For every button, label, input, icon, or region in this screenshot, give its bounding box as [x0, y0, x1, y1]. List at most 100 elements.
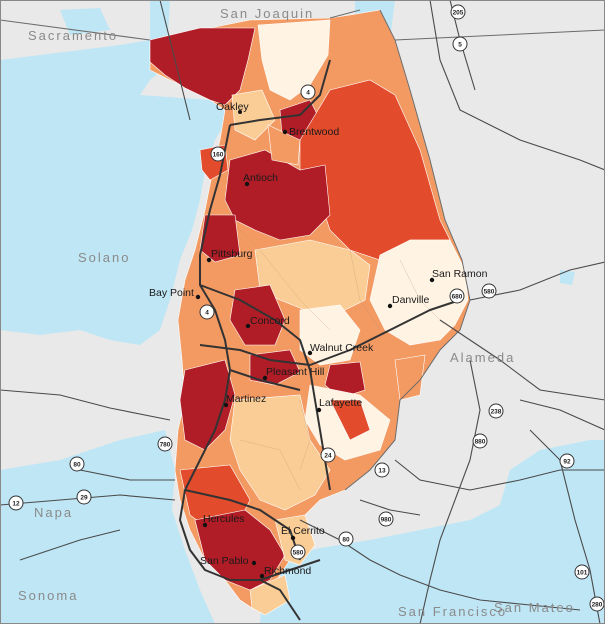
svg-text:980: 980 [381, 517, 392, 524]
svg-text:101: 101 [577, 570, 588, 577]
suisun-bay [0, 40, 230, 345]
shield-route-680: 680 [449, 288, 465, 304]
san-pablo-bay [0, 430, 215, 624]
county-alameda: Alameda [450, 350, 515, 365]
svg-text:80: 80 [73, 462, 81, 469]
svg-text:238: 238 [491, 409, 502, 416]
route-shields: 4 160 4 680 580 238 880 92 24 13 780 80 … [8, 4, 605, 612]
highways [179, 59, 461, 621]
city-hercules[interactable]: Hercules [202, 513, 245, 528]
shield-route-101: 101 [574, 564, 590, 580]
shield-route-4-west: 4 [199, 304, 215, 320]
shield-route-205: 205 [450, 4, 466, 20]
svg-text:680: 680 [452, 294, 463, 301]
city-concord[interactable]: Concord [245, 315, 290, 329]
svg-text:Martinez: Martinez [226, 393, 266, 405]
city-san-pablo[interactable]: San Pablo [200, 555, 257, 567]
tract-richmond [194, 509, 286, 591]
shield-route-580-south: 580 [290, 544, 306, 560]
county-boundaries [0, 9, 605, 491]
svg-text:Concord: Concord [250, 315, 290, 327]
svg-text:Lafayette: Lafayette [319, 397, 362, 409]
svg-text:580: 580 [484, 289, 495, 296]
cities: Oakley Brentwood Antioch Pittsburg Bay P… [149, 101, 488, 579]
city-pleasant-hill[interactable]: Pleasant Hill [262, 366, 325, 381]
shield-route-92: 92 [559, 453, 575, 469]
tract-walnutcreek [299, 304, 361, 366]
river-channels [150, 0, 170, 40]
tract-concord [229, 284, 286, 346]
county-sonoma: Sonoma [18, 588, 78, 603]
svg-text:12: 12 [12, 501, 20, 508]
tract-sanramon-cream [369, 239, 469, 346]
svg-text:5: 5 [458, 42, 462, 49]
svg-text:Bay Point: Bay Point [149, 287, 194, 299]
shield-route-880: 880 [472, 433, 488, 449]
svg-text:Brentwood: Brentwood [289, 126, 339, 138]
svg-text:24: 24 [324, 453, 332, 460]
shield-route-13: 13 [374, 462, 390, 478]
shield-route-160: 160 [210, 146, 226, 162]
city-oakley[interactable]: Oakley [216, 101, 249, 114]
svg-text:580: 580 [293, 550, 304, 557]
svg-text:13: 13 [378, 468, 386, 475]
svg-text:29: 29 [80, 495, 88, 502]
tract-lines [239, 229, 441, 491]
shield-route-29: 29 [76, 489, 92, 505]
county-solano: Solano [78, 250, 130, 265]
svg-text:780: 780 [160, 442, 171, 449]
svg-text:San Ramon: San Ramon [432, 268, 488, 280]
tract-martinez [179, 359, 236, 451]
svg-text:280: 280 [592, 602, 603, 609]
svg-text:Hercules: Hercules [203, 513, 244, 525]
city-danville[interactable]: Danville [387, 294, 430, 309]
tract-ne-cream [257, 19, 331, 101]
svg-text:Walnut Creek: Walnut Creek [310, 342, 374, 354]
county-napa: Napa [34, 505, 73, 520]
county-sacramento: Sacramento [28, 28, 118, 43]
county-labels: San Joaquin Sacramento Solano Alameda Na… [18, 6, 575, 619]
city-bay-point[interactable]: Bay Point [149, 287, 201, 300]
svg-text:El Cerrito: El Cerrito [281, 525, 325, 537]
shield-route-80-west: 80 [69, 456, 85, 472]
city-walnut-creek[interactable]: Walnut Creek [307, 342, 374, 356]
city-pittsburg[interactable]: Pittsburg [206, 248, 253, 263]
svg-text:4: 4 [205, 310, 209, 317]
county-san-francisco: San Francisco [398, 604, 507, 619]
shield-route-24: 24 [320, 447, 336, 463]
svg-text:880: 880 [475, 439, 486, 446]
shield-route-280: 280 [589, 596, 605, 612]
shield-route-780: 780 [157, 436, 173, 452]
city-antioch[interactable]: Antioch [243, 172, 278, 187]
city-martinez[interactable]: Martinez [223, 393, 266, 408]
shield-route-580-east: 580 [481, 283, 497, 299]
county-san-joaquin: San Joaquin [220, 6, 314, 21]
city-brentwood[interactable]: Brentwood [282, 126, 340, 138]
central-bay [260, 440, 605, 624]
svg-text:San Pablo: San Pablo [200, 555, 249, 567]
svg-text:80: 80 [342, 537, 350, 544]
shield-route-980: 980 [378, 511, 394, 527]
shield-route-5: 5 [452, 36, 468, 52]
svg-text:Antioch: Antioch [243, 172, 278, 184]
city-richmond[interactable]: Richmond [259, 565, 312, 579]
svg-text:4: 4 [306, 90, 310, 97]
svg-text:Pleasant Hill: Pleasant Hill [266, 366, 324, 378]
county-san-mateo: San Mateo [494, 600, 575, 615]
city-lafayette[interactable]: Lafayette [316, 397, 363, 413]
svg-text:Oakley: Oakley [216, 101, 249, 113]
tract-pittsburg [199, 214, 241, 263]
svg-text:160: 160 [213, 152, 224, 159]
svg-text:205: 205 [453, 10, 464, 17]
svg-text:Danville: Danville [392, 294, 430, 306]
city-san-ramon[interactable]: San Ramon [429, 268, 488, 283]
shield-route-238: 238 [488, 403, 504, 419]
svg-text:Richmond: Richmond [264, 565, 311, 577]
tract-south-tan [229, 394, 331, 511]
shield-route-12: 12 [8, 495, 24, 511]
city-el-cerrito[interactable]: El Cerrito [281, 525, 325, 541]
shield-route-4-north: 4 [300, 84, 316, 100]
